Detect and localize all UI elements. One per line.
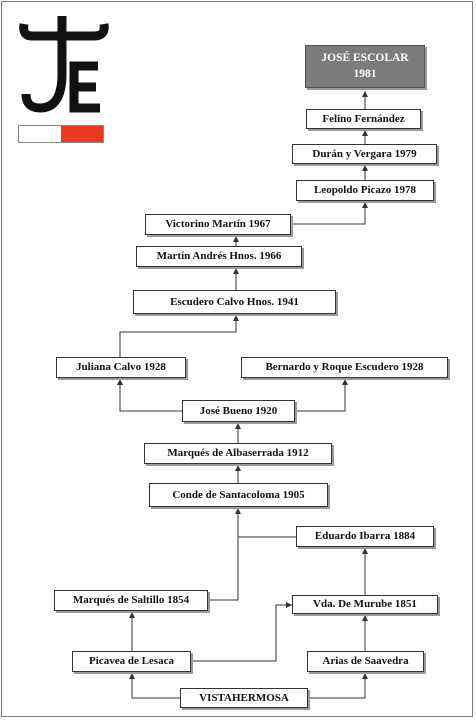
node-jose-bueno-label: José Bueno 1920 — [199, 404, 278, 417]
node-conde-santacoloma-label: Conde de Santacoloma 1905 — [172, 488, 305, 501]
node-marques-albaserrada: Marqués de Albaserrada 1912 — [144, 443, 332, 464]
node-martin-andres: Martín Andrés Hnos. 1966 — [136, 246, 302, 267]
node-vistahermosa-label: VISTAHERMOSA — [199, 691, 289, 704]
node-vistahermosa: VISTAHERMOSA — [180, 688, 308, 708]
node-juliana-calvo-label: Juliana Calvo 1928 — [76, 361, 166, 373]
node-victorino-martin: Victorino Martín 1967 — [145, 214, 291, 235]
node-picavea-lesaca-label: Picavea de Lesaca — [89, 655, 174, 667]
node-leopoldo-picazo: Leopoldo Picazo 1978 — [296, 180, 434, 201]
node-jose-bueno: José Bueno 1920 — [182, 400, 295, 422]
node-bernardo-roque-escudero: Bernardo y Roque Escudero 1928 — [241, 357, 448, 378]
node-arias-saavedra: Arias de Saavedra — [307, 651, 424, 672]
node-escudero-calvo: Escudero Calvo Hnos. 1941 — [133, 290, 336, 314]
flag-white-stripe — [19, 126, 61, 142]
flag-red-stripe — [61, 126, 103, 142]
node-leopoldo-picazo-label: Leopoldo Picazo 1978 — [313, 184, 417, 196]
node-felino-fernandez: Felino Fernández — [306, 109, 421, 129]
node-victorino-martin-label: Victorino Martín 1967 — [165, 218, 271, 230]
node-eduardo-ibarra-label: Eduardo Ibarra 1884 — [314, 530, 416, 542]
node-duran-vergara-label: Durán y Vergara 1979 — [312, 147, 417, 160]
node-jose-escolar: JOSÉ ESCOLAR 1981 — [305, 45, 425, 88]
node-felino-fernandez-label: Felino Fernández — [322, 112, 405, 125]
node-eduardo-ibarra: Eduardo Ibarra 1884 — [296, 526, 434, 547]
node-arias-saavedra-label: Arias de Saavedra — [322, 655, 409, 667]
node-marques-saltillo-label: Marqués de Saltillo 1854 — [72, 594, 190, 606]
ganaderia-brand-mark-icon — [19, 16, 109, 113]
node-bernardo-roque-escudero-label: Bernardo y Roque Escudero 1928 — [265, 361, 424, 373]
node-jose-escolar-year: 1981 — [353, 67, 377, 80]
node-marques-saltillo: Marqués de Saltillo 1854 — [54, 590, 208, 611]
node-vda-murube-label: Vda. De Murube 1851 — [313, 598, 417, 610]
node-conde-santacoloma: Conde de Santacoloma 1905 — [149, 483, 328, 507]
node-marques-albaserrada-label: Marqués de Albaserrada 1912 — [167, 447, 309, 459]
node-duran-vergara: Durán y Vergara 1979 — [292, 144, 437, 164]
node-vda-murube: Vda. De Murube 1851 — [292, 595, 438, 614]
node-escudero-calvo-label: Escudero Calvo Hnos. 1941 — [170, 295, 299, 308]
node-martin-andres-label: Martín Andrés Hnos. 1966 — [156, 250, 282, 262]
ganaderia-colors-flag — [18, 125, 104, 143]
node-juliana-calvo: Juliana Calvo 1928 — [56, 357, 186, 378]
node-jose-escolar-name: JOSÉ ESCOLAR — [321, 52, 409, 64]
node-picavea-lesaca: Picavea de Lesaca — [72, 651, 191, 672]
